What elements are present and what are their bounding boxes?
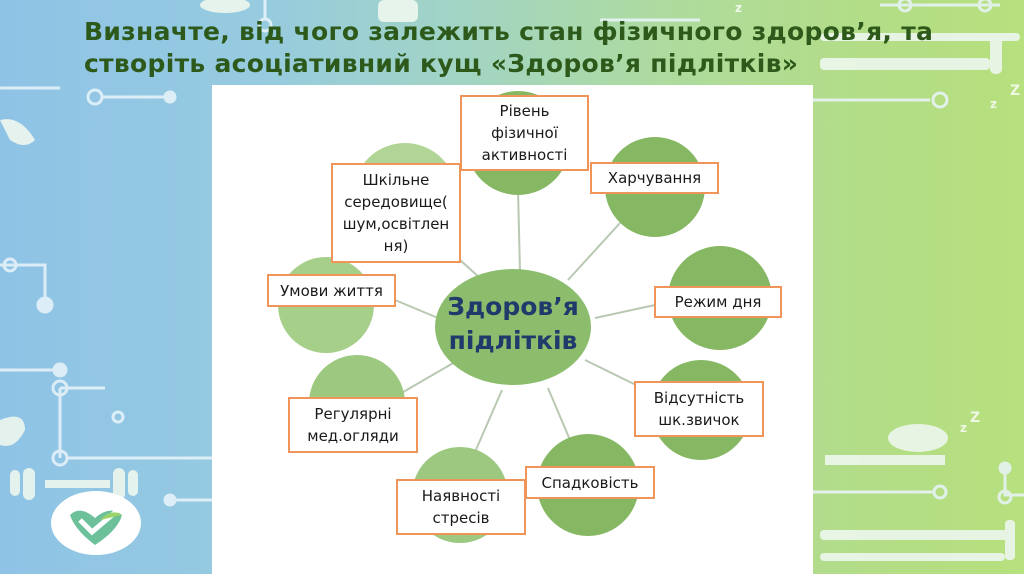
title-line-1: Визначте, від чого залежить стан фізично… <box>84 17 934 46</box>
node-living-conditions: Умови життя <box>267 274 396 307</box>
connectors <box>394 189 656 453</box>
label-line: Умови життя <box>280 281 383 300</box>
node-daily-routine: Режим дня <box>654 286 782 318</box>
label-line: Спадковість <box>541 473 639 492</box>
center-node-label: Здоров’я підлітків <box>438 290 588 358</box>
label-line: Наявності <box>421 487 501 505</box>
label-line: мед.огляди <box>307 427 399 445</box>
label-line: Відсутність <box>653 389 745 407</box>
node-stress: Наявності стресів <box>396 479 526 535</box>
label-line: Режим дня <box>674 293 762 311</box>
center-ellipse <box>435 269 591 385</box>
node-nutrition: Харчування <box>590 162 719 194</box>
label-line: стресів <box>432 509 490 527</box>
label-line: середовище( <box>344 193 448 211</box>
node-medical-checkups: Регулярні мед.огляди <box>288 397 418 453</box>
node-school-environment: Шкільне середовище( шум,освітлен ня) <box>331 163 461 263</box>
node-heredity: Спадковість <box>525 466 655 499</box>
label-line: Регулярні <box>314 405 392 423</box>
label-line: ня) <box>383 237 409 255</box>
label-line: шк.звичок <box>658 411 740 429</box>
label-line: Рівень <box>499 102 550 120</box>
label-line: фізичної <box>491 124 558 142</box>
label-line: Шкільне <box>362 171 430 189</box>
title-line-2: створіть асоціативний кущ «Здоров’я підл… <box>84 49 799 78</box>
center-line-1: Здоров’я <box>447 292 579 321</box>
center-line-2: підлітків <box>448 326 578 355</box>
label-line: Харчування <box>607 169 702 187</box>
node-physical-activity: Рівень фізичної активності <box>460 95 589 171</box>
node-no-bad-habits: Відсутність шк.звичок <box>634 381 764 437</box>
slide-title: Визначте, від чого залежить стан фізично… <box>84 16 964 80</box>
label-line: шум,освітлен <box>342 215 450 233</box>
label-line: активності <box>481 146 568 164</box>
